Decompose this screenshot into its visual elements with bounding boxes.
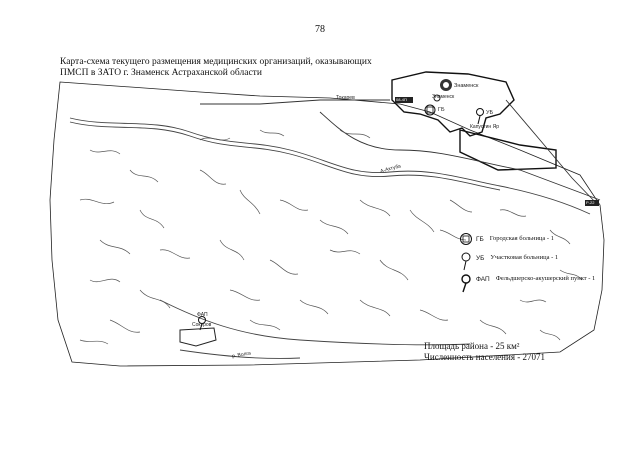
- legend-item-ub: УБ Участковая больница - 1: [476, 254, 558, 262]
- hospital-icon: [460, 233, 472, 245]
- legend-text: Фельдшерско-акушерский пункт - 1: [495, 275, 596, 282]
- roads: [200, 99, 601, 206]
- map-outline: [49, 81, 605, 367]
- label-route-sign-left: 08-4П: [396, 97, 407, 102]
- legend-code: ГБ: [476, 236, 484, 243]
- label-route-sign-right: Р-22: [586, 200, 595, 205]
- label-fap-code: ФАП: [197, 312, 208, 318]
- map-stats: Площадь района - 25 км² Численность насе…: [424, 341, 545, 363]
- area-stat: Площадь района - 25 км²: [424, 341, 520, 351]
- fap-site-shape: [179, 327, 217, 347]
- legend-item-hospital: ГБ Городская больница - 1: [476, 235, 554, 243]
- pin-icon: [461, 252, 471, 271]
- znamensk-marker: [433, 79, 452, 102]
- hospital-icon: [424, 104, 436, 116]
- legend-text: Участковая больница - 1: [490, 254, 559, 261]
- map-title: Карта-схема текущего размещения медицинс…: [60, 57, 372, 78]
- route-sign-left: [395, 97, 413, 103]
- label-fap-place: Сокуров: [192, 322, 212, 328]
- znamensk-boundary: [391, 71, 557, 171]
- population-stat: Численность населения - 27071: [424, 352, 545, 362]
- legend-item-fap: ФАП Фельдшерско-акушерский пункт - 1: [476, 275, 606, 283]
- label-kapustin-yar: Капустин Яр: [470, 124, 499, 130]
- terrain-features: [79, 129, 583, 345]
- pin-icon: [476, 108, 484, 125]
- label-znamensk-center: Знаменск: [432, 94, 455, 100]
- pin-icon: [461, 274, 471, 293]
- legend-code: ФАП: [476, 276, 490, 283]
- label-tokarev: Токарев: [336, 95, 355, 101]
- label-hospital-code: ГБ: [438, 107, 445, 113]
- legend-code: УБ: [476, 255, 485, 262]
- pin-icon: [198, 316, 206, 331]
- label-znamensk: Знаменск: [454, 83, 479, 89]
- legend-text: Городская больница - 1: [489, 235, 554, 242]
- route-sign-right: [585, 200, 599, 206]
- label-ub-code: УБ: [486, 110, 494, 116]
- page-number: 78: [315, 24, 325, 35]
